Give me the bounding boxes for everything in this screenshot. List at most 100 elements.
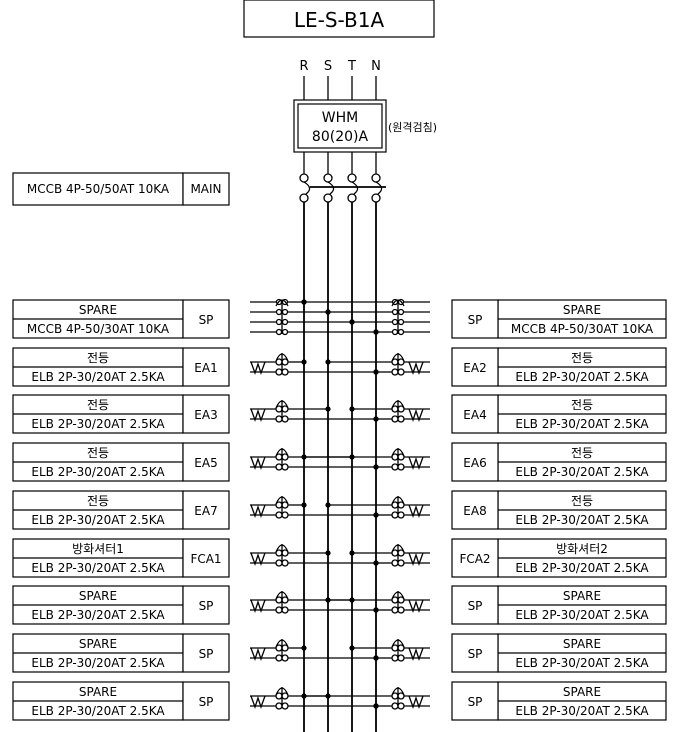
phase-label-t: T — [347, 59, 356, 74]
circuit-code: EA5 — [194, 456, 217, 470]
branch-right-1: SPARE MCCB 4P-50/30AT 10KA SP — [301, 298, 667, 339]
circuit-code: FCA2 — [459, 552, 490, 566]
main-code-box — [182, 172, 230, 206]
circuit-name: SPARE — [79, 637, 117, 651]
main-breaker-code: MAIN — [190, 182, 221, 196]
circuit-name: 전등 — [87, 398, 109, 412]
branch-left-4: 전등 ELB 2P-30/20AT 2.5KA EA5 — [12, 442, 379, 482]
circuit-breaker-rating: MCCB 4P-50/30AT 10KA — [511, 322, 654, 336]
circuit-code: SP — [468, 313, 483, 327]
circuit-breaker-rating: ELB 2P-30/20AT 2.5KA — [31, 704, 165, 718]
circuit-code-box — [182, 490, 230, 530]
circuit-code: EA2 — [463, 361, 486, 375]
branch-right-5: 전등 ELB 2P-30/20AT 2.5KA EA8 — [325, 490, 667, 530]
branch-left-7: SPARE ELB 2P-30/20AT 2.5KA SP — [12, 585, 379, 625]
circuit-breaker-rating: ELB 2P-30/20AT 2.5KA — [515, 608, 649, 622]
circuit-code-box — [182, 633, 230, 673]
circuit-breaker-rating: ELB 2P-30/20AT 2.5KA — [31, 608, 165, 622]
circuit-code-box — [182, 442, 230, 482]
meter-name: WHM — [322, 110, 358, 126]
branch-right-8: SPARE ELB 2P-30/20AT 2.5KA SP — [349, 633, 667, 673]
circuit-code: SP — [199, 695, 214, 709]
meter-note: (원격검침) — [388, 121, 437, 134]
circuit-name: 전등 — [87, 446, 109, 460]
meter-inner-box — [297, 103, 383, 149]
circuit-name: 전등 — [571, 398, 593, 412]
branch-circuits: SPARE MCCB 4P-50/30AT 10KA SP 전등 ELB 2P-30/2… — [12, 298, 667, 721]
branch-left-8: SPARE ELB 2P-30/20AT 2.5KA SP — [12, 633, 379, 673]
circuit-breaker-rating: ELB 2P-30/20AT 2.5KA — [515, 417, 649, 431]
main-breaker-box — [12, 172, 184, 206]
circuit-name: 전등 — [87, 351, 109, 365]
incoming-feeders — [303, 76, 377, 176]
circuit-breaker-rating: ELB 2P-30/20AT 2.5KA — [515, 513, 649, 527]
circuit-breaker-rating: ELB 2P-30/20AT 2.5KA — [515, 704, 649, 718]
branch-right-4: 전등 ELB 2P-30/20AT 2.5KA EA6 — [301, 442, 667, 482]
circuit-code: FCA1 — [190, 552, 221, 566]
circuit-code: SP — [199, 313, 214, 327]
circuit-name: SPARE — [79, 685, 117, 699]
circuit-name: 전등 — [571, 351, 593, 365]
panel-title-block: LE-S-B1A — [243, 0, 435, 38]
circuit-code: EA8 — [463, 504, 486, 518]
circuit-code-box — [451, 442, 499, 482]
circuit-code: EA3 — [194, 408, 217, 422]
circuit-code-box — [451, 538, 499, 578]
circuit-name: 방화셔터1 — [72, 542, 124, 556]
circuit-code: SP — [199, 647, 214, 661]
circuit-breaker-rating: ELB 2P-30/20AT 2.5KA — [31, 417, 165, 431]
circuit-name: 전등 — [571, 494, 593, 508]
circuit-name: SPARE — [563, 685, 601, 699]
watt-hour-meter: WHM 80(20)A (원격검침) — [293, 99, 437, 153]
branch-right-9: SPARE ELB 2P-30/20AT 2.5KA SP — [301, 681, 667, 721]
circuit-code-box — [451, 681, 499, 721]
circuit-breaker-rating: ELB 2P-30/20AT 2.5KA — [31, 370, 165, 384]
branch-right-2: 전등 ELB 2P-30/20AT 2.5KA EA2 — [325, 347, 667, 387]
circuit-code-box — [451, 633, 499, 673]
circuit-breaker-rating: ELB 2P-30/20AT 2.5KA — [515, 370, 649, 384]
circuit-name: SPARE — [79, 589, 117, 603]
meter-rating: 80(20)A — [312, 129, 369, 145]
main-breaker-symbol — [299, 173, 386, 203]
circuit-code: EA7 — [194, 504, 217, 518]
branch-right-3: 전등 ELB 2P-30/20AT 2.5KA EA4 — [349, 394, 667, 434]
circuit-code-box — [451, 490, 499, 530]
circuit-breaker-rating: ELB 2P-30/20AT 2.5KA — [31, 561, 165, 575]
circuit-name: 전등 — [571, 446, 593, 460]
panel-title: LE-S-B1A — [294, 8, 385, 32]
circuit-code-box — [182, 538, 230, 578]
circuit-code-box — [182, 347, 230, 387]
circuit-code: SP — [468, 647, 483, 661]
circuit-code-box — [451, 347, 499, 387]
branch-right-7: SPARE ELB 2P-30/20AT 2.5KA SP — [325, 585, 667, 625]
circuit-breaker-rating: ELB 2P-30/20AT 2.5KA — [31, 513, 165, 527]
circuit-breaker-rating: ELB 2P-30/20AT 2.5KA — [31, 465, 165, 479]
panel-title-box — [243, 0, 435, 38]
circuit-code-box — [182, 681, 230, 721]
circuit-breaker-rating: ELB 2P-30/20AT 2.5KA — [31, 656, 165, 670]
circuit-name: SPARE — [79, 303, 117, 317]
circuit-name: SPARE — [563, 303, 601, 317]
circuit-breaker-rating: ELB 2P-30/20AT 2.5KA — [515, 561, 649, 575]
circuit-code-box — [182, 299, 230, 339]
circuit-code-box — [451, 394, 499, 434]
circuit-name: SPARE — [563, 589, 601, 603]
phase-label-n: N — [371, 59, 381, 74]
circuit-code: EA4 — [463, 408, 486, 422]
circuit-breaker-rating: ELB 2P-30/20AT 2.5KA — [515, 656, 649, 670]
circuit-breaker-rating: ELB 2P-30/20AT 2.5KA — [515, 465, 649, 479]
circuit-code: SP — [199, 599, 214, 613]
circuit-name: 방화셔터2 — [556, 542, 608, 556]
branch-left-9: SPARE ELB 2P-30/20AT 2.5KA SP — [12, 681, 379, 721]
main-breaker-label: MCCB 4P-50/50AT 10KA MAIN — [12, 172, 230, 206]
phase-label-s: S — [324, 59, 332, 74]
circuit-code: SP — [468, 599, 483, 613]
phase-labels: R S T N — [299, 59, 380, 74]
circuit-code: EA6 — [463, 456, 486, 470]
circuit-name: SPARE — [563, 637, 601, 651]
circuit-code: SP — [468, 695, 483, 709]
